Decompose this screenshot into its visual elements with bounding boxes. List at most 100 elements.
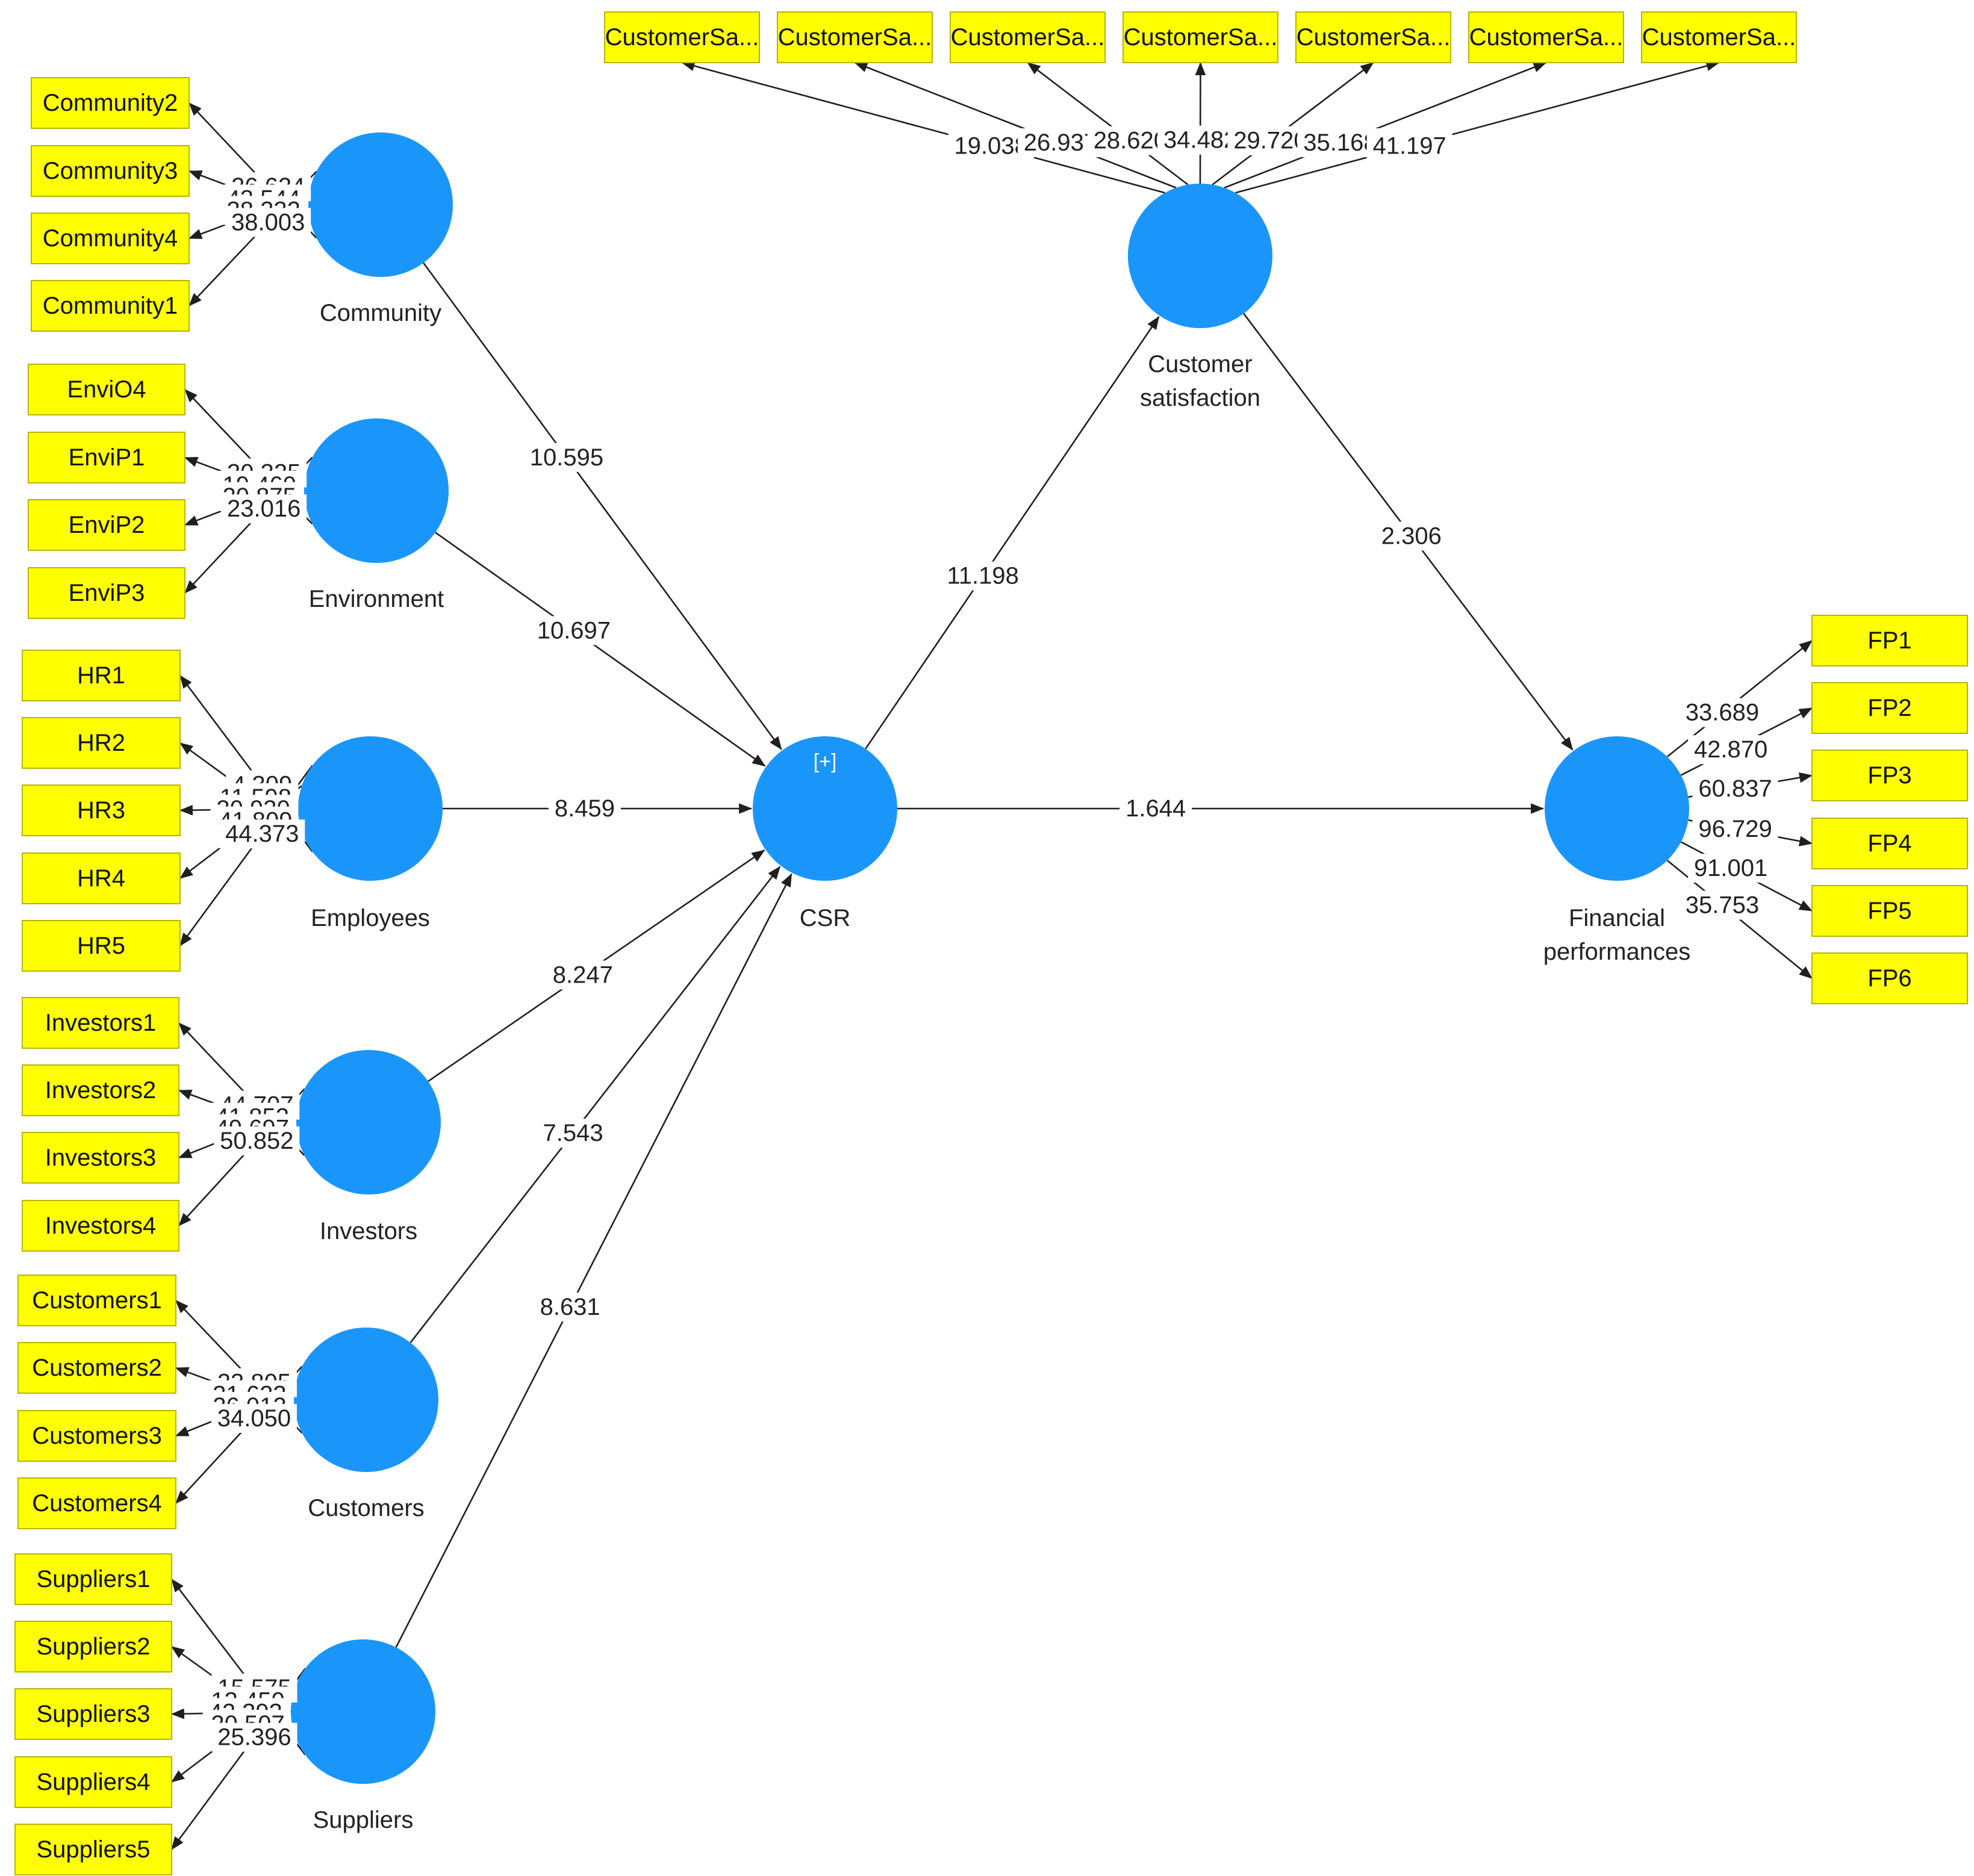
loading-finperf-2: 42.870: [1688, 735, 1774, 765]
path-coefficient-csr-to-custsat: 11.198: [940, 561, 1026, 591]
indicator-hr3-box[interactable]: [22, 784, 181, 836]
indicator-investors4-box[interactable]: [22, 1200, 179, 1252]
indicator-customersa-7-box[interactable]: [1641, 11, 1797, 63]
indicator-suppliers4-label: Suppliers4: [36, 1769, 150, 1795]
loading-finperf-4: 96.729: [1692, 814, 1778, 843]
loading-community-4-bg: [225, 208, 311, 237]
indicators-layer: Community2Community3Community4Community1…: [14, 11, 1968, 1875]
indicator-suppliers2-box[interactable]: [14, 1621, 172, 1673]
indicator-customers4-label: Customers4: [32, 1490, 162, 1517]
indicator-suppliers5-box[interactable]: [14, 1824, 172, 1875]
construct-investors[interactable]: [296, 1050, 441, 1194]
indicator-investors2-box[interactable]: [22, 1064, 179, 1116]
indicator-suppliers1-box[interactable]: [14, 1553, 172, 1605]
loading-finperf-2-text: 42.870: [1694, 736, 1767, 763]
indicator-community1-box[interactable]: [31, 280, 190, 332]
indicator-fp6-box[interactable]: [1811, 952, 1968, 1004]
construct-customers[interactable]: [294, 1328, 438, 1472]
path-csr-to-custsat: [865, 316, 1160, 750]
construct-employees-label: Employees: [311, 905, 430, 931]
indicator-investors3-box[interactable]: [22, 1132, 179, 1184]
indicator-customersa-2-box[interactable]: [777, 11, 933, 63]
construct-custsat[interactable]: [1128, 184, 1272, 328]
loading-customers-4: 34.050: [211, 1404, 297, 1433]
indicator-fp2-box[interactable]: [1811, 682, 1968, 734]
indicator-customers1-label: Customers1: [32, 1287, 162, 1314]
indicator-suppliers3-box[interactable]: [14, 1688, 172, 1740]
indicator-hr2-box[interactable]: [22, 717, 181, 769]
indicator-hr4-box[interactable]: [22, 853, 181, 904]
construct-environment[interactable]: [304, 418, 449, 563]
indicator-fp5-box[interactable]: [1811, 885, 1968, 937]
loading-custsat-1-text: 19.038: [954, 132, 1028, 159]
indicator-envio4-box[interactable]: [28, 364, 185, 415]
indicator-envip1-box[interactable]: [28, 432, 185, 483]
loading-employees-5-bg: [219, 819, 305, 849]
indicator-suppliers4-box[interactable]: [14, 1756, 172, 1808]
construct-csr[interactable]: [753, 736, 897, 881]
construct-customers-label: Customers: [308, 1495, 424, 1521]
indicator-customers1-box[interactable]: [17, 1275, 176, 1326]
construct-finperf-label-2: performances: [1543, 939, 1691, 965]
loading-investors-4-bg: [214, 1126, 300, 1156]
path-coefficient-customers-to-csr: 7.543: [537, 1119, 609, 1148]
loading-finperf-3: 60.837: [1692, 774, 1778, 804]
indicator-fp6-label: FP6: [1867, 965, 1911, 992]
path-coefficient-csr-to-custsat-text: 11.198: [947, 563, 1019, 589]
indicator-fp3-box[interactable]: [1811, 750, 1968, 801]
coefficients-layer: 10.59510.6978.4598.2477.5438.63111.1982.…: [202, 125, 1778, 1752]
indicator-customers4-box[interactable]: [17, 1477, 176, 1529]
loading-customers-4-text: 34.050: [217, 1405, 291, 1432]
indicator-envio4-label: EnviO4: [67, 376, 146, 403]
construct-community[interactable]: [308, 132, 453, 277]
construct-csr-expand-badge[interactable]: [+]: [814, 750, 837, 773]
construct-finperf[interactable]: [1545, 736, 1689, 881]
indicator-customersa-5-box[interactable]: [1295, 11, 1451, 63]
indicator-fp2-label: FP2: [1867, 695, 1911, 721]
path-coefficient-community-to-csr-text: 10.595: [530, 444, 603, 471]
path-coefficient-employees-to-csr-text: 8.459: [555, 795, 615, 822]
path-coefficient-environment-to-csr-text: 10.697: [537, 617, 611, 644]
loading-link-custsat-2: [854, 61, 1177, 189]
indicator-suppliers2-label: Suppliers2: [36, 1633, 150, 1660]
loading-custsat-6-text: 35.168: [1303, 129, 1377, 156]
loading-finperf-4-bg: [1692, 814, 1778, 843]
construct-employees[interactable]: [298, 736, 443, 881]
loading-custsat-4-text: 34.482: [1163, 127, 1237, 154]
indicator-community3-box[interactable]: [31, 145, 190, 197]
indicator-customers2-box[interactable]: [17, 1342, 176, 1394]
loading-employees-5-text: 44.373: [225, 821, 299, 847]
path-community-to-csr: [423, 262, 782, 750]
loading-finperf-1-text: 33.689: [1686, 700, 1759, 726]
path-coefficient-environment-to-csr-bg: [531, 616, 617, 645]
indicator-envip1-label: EnviP1: [69, 444, 145, 471]
path-coefficient-csr-to-custsat-bg: [940, 561, 1026, 591]
indicator-customersa-3-box[interactable]: [950, 11, 1106, 63]
loading-custsat-2-text: 26.937: [1024, 129, 1097, 156]
indicator-hr1-box[interactable]: [22, 650, 181, 701]
indicator-investors1-box[interactable]: [22, 997, 179, 1049]
indicator-customers3-box[interactable]: [17, 1410, 176, 1462]
indicator-customers3-label: Customers3: [32, 1423, 162, 1449]
loading-finperf-5-bg: [1688, 853, 1774, 883]
loading-link-custsat-3: [1027, 61, 1189, 185]
indicator-fp4-box[interactable]: [1811, 818, 1968, 869]
indicator-community4-box[interactable]: [31, 213, 190, 264]
construct-suppliers[interactable]: [291, 1639, 435, 1784]
path-suppliers-to-csr: [395, 873, 792, 1648]
indicator-hr5-box[interactable]: [22, 920, 181, 972]
indicator-fp1-box[interactable]: [1811, 615, 1968, 666]
loading-customers-4-bg: [211, 1404, 297, 1433]
indicator-investors3-label: Investors3: [45, 1145, 157, 1171]
indicator-customersa-6-box[interactable]: [1468, 11, 1624, 63]
indicator-customersa-1-box[interactable]: [604, 11, 760, 63]
indicator-fp3-label: FP3: [1867, 762, 1911, 789]
indicator-customersa-4-box[interactable]: [1122, 11, 1278, 63]
indicator-envip3-box[interactable]: [28, 567, 185, 619]
indicator-community2-box[interactable]: [31, 77, 190, 129]
indicator-hr5-label: HR5: [77, 933, 125, 959]
indicator-envip2-box[interactable]: [28, 499, 185, 551]
path-coefficient-community-to-csr: 10.595: [523, 443, 609, 472]
loading-community-4-text: 38.003: [231, 209, 305, 235]
loading-finperf-5-text: 91.001: [1694, 855, 1767, 881]
